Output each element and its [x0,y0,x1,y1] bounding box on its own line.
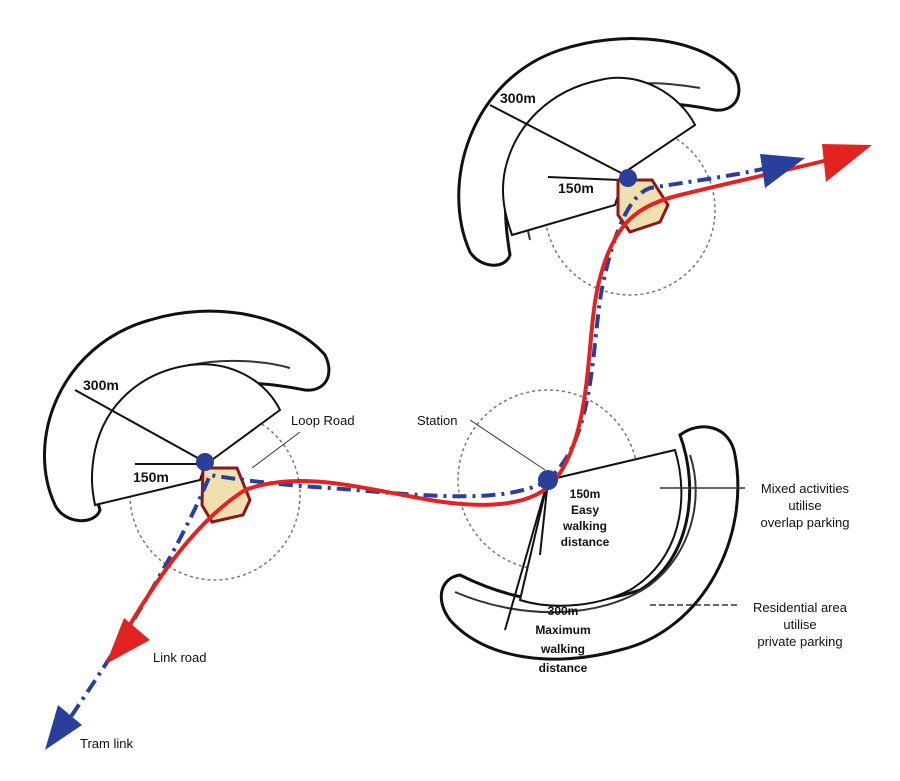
svg-text:walking: walking [540,642,585,656]
cluster-left: 300m 150m [42,309,331,581]
svg-text:Easy: Easy [571,503,599,517]
cluster-station [439,389,740,661]
svg-text:utilise: utilise [788,498,821,513]
svg-text:300m: 300m [548,604,579,618]
stop-node-left [196,453,214,471]
mixed-activities-label: Mixed activities utilise overlap parking [660,481,850,530]
svg-text:walking: walking [562,519,607,533]
radius-line-300-station [504,479,549,631]
svg-text:private parking: private parking [757,634,842,649]
easy-walking-label: 150m Easy walking distance [561,487,610,549]
mixed-wedge-left [91,363,282,507]
link-road-label: Link road [153,650,206,665]
radius-line-300-left [74,389,206,463]
tram-link-label: Tram link [80,736,133,751]
loop-road-label: Loop Road [291,413,355,428]
svg-text:distance: distance [539,661,588,675]
loop-road-pointer [251,431,301,469]
svg-text:utilise: utilise [783,617,816,632]
radius-label-300-top-right: 300m [500,90,536,106]
mixed-wedge-station [518,448,683,607]
band-inner-line-station [454,454,697,614]
station-pointer-line [469,419,546,471]
tram-link-arrow-ne [760,154,805,188]
radius-label-300-left: 300m [83,377,119,393]
link-road-arrow-sw [106,618,150,664]
stop-node-top-right [619,169,637,187]
station-label: Station [417,413,457,428]
radius-line-150-top-right [547,176,621,181]
building-left [200,466,252,524]
residential-area-label: Residential area utilise private parking [650,600,848,649]
radius-label-150-top-right: 150m [558,180,594,196]
link-road-arrow-ne [822,144,872,182]
cluster-top-right: 300m 150m [457,37,741,296]
svg-text:Residential area: Residential area [753,600,848,615]
svg-text:overlap parking: overlap parking [761,515,850,530]
radius-label-150-left: 150m [133,469,169,485]
radius-line-300-top-right [489,104,626,176]
svg-text:Mixed activities: Mixed activities [761,481,850,496]
station-node [538,470,558,490]
svg-text:distance: distance [561,535,610,549]
max-walking-label: 300m Maximum walking distance [535,604,590,675]
svg-text:Maximum: Maximum [535,623,590,637]
svg-text:150m: 150m [570,487,601,501]
radius-line-150-station [539,479,549,556]
mixed-wedge-top-right [502,76,697,237]
tram-link-arrow-sw [45,705,82,750]
residential-band-station [439,425,740,661]
tram-line-dashed [53,163,781,742]
